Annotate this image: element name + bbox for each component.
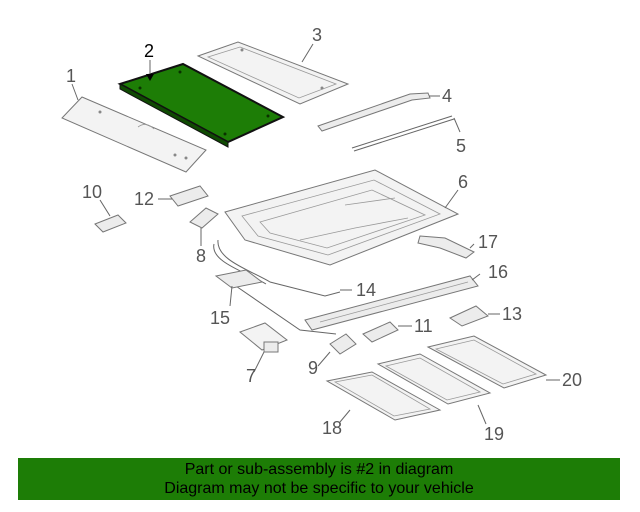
- callout-20[interactable]: 20: [562, 370, 582, 390]
- part-8-bracket: [189, 207, 219, 229]
- part-11-bracket: [362, 321, 399, 343]
- callout-4[interactable]: 4: [442, 86, 452, 106]
- part-5-strip: [351, 115, 455, 152]
- callout-8[interactable]: 8: [196, 246, 206, 266]
- callout-12[interactable]: 12: [134, 189, 154, 209]
- info-banner: Part or sub-assembly is #2 in diagram Di…: [18, 458, 620, 500]
- part-6-frame: [224, 169, 460, 266]
- callout-2[interactable]: 2: [144, 41, 154, 61]
- callout-7[interactable]: 7: [246, 366, 256, 386]
- callout-15[interactable]: 15: [210, 308, 230, 328]
- part-19-panel: [376, 353, 492, 405]
- parts-diagram: 1 2 3 4 5 6 7 8 9 10 11 12 13 14 15 16 1…: [61, 25, 582, 444]
- part-7-motor: [239, 322, 288, 353]
- callout-5[interactable]: 5: [456, 136, 466, 156]
- banner-line-1: Part or sub-assembly is #2 in diagram: [184, 461, 454, 478]
- leader-lines: [71, 43, 560, 425]
- part-16-rail: [304, 275, 479, 331]
- part-2-glass-panel: [117, 62, 286, 148]
- callout-17[interactable]: 17: [478, 232, 498, 252]
- callout-labels: 1 2 3 4 5 6 7 8 9 10 11 12 13 14 15 16 1…: [66, 25, 582, 444]
- banner-line-2: Diagram may not be specific to your vehi…: [164, 480, 474, 497]
- part-1-sunshade: [61, 96, 207, 173]
- callout-19[interactable]: 19: [484, 424, 504, 444]
- callout-6[interactable]: 6: [458, 172, 468, 192]
- callout-1[interactable]: 1: [66, 66, 76, 86]
- part-10-bracket: [94, 214, 127, 233]
- part-17-rail: [417, 235, 475, 259]
- part-15-cable: [214, 269, 337, 335]
- part-4-strip: [317, 92, 431, 132]
- callout-18[interactable]: 18: [322, 418, 342, 438]
- part-12-bracket: [169, 185, 209, 207]
- part-3-panel: [196, 41, 350, 105]
- callout-11[interactable]: 11: [414, 316, 433, 336]
- callout-13[interactable]: 13: [502, 304, 522, 324]
- callout-3[interactable]: 3: [312, 25, 322, 45]
- callout-10[interactable]: 10: [82, 182, 102, 202]
- part-18-panel: [325, 371, 442, 421]
- part-9-bracket: [329, 333, 357, 355]
- callout-16[interactable]: 16: [488, 262, 508, 282]
- callout-14[interactable]: 14: [356, 280, 376, 300]
- part-20-panel: [426, 335, 548, 389]
- part-13-bracket: [448, 305, 489, 327]
- callout-9[interactable]: 9: [308, 358, 318, 378]
